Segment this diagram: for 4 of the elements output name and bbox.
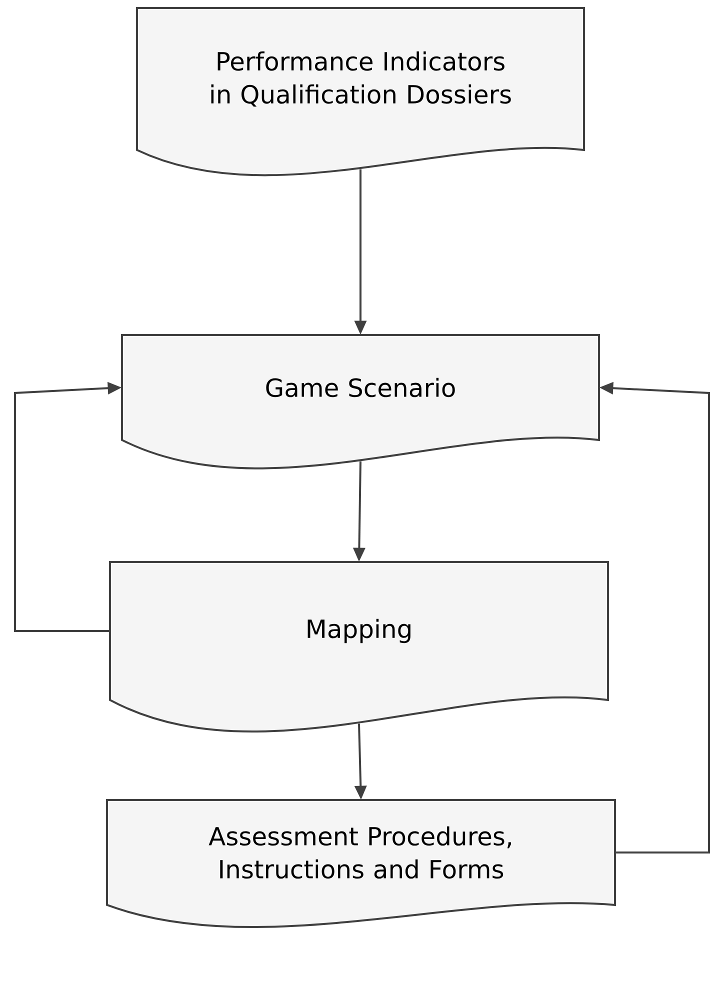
document-box: Assessment Procedures, Instructions and Forms [106, 799, 616, 928]
document-box: Performance Indicators in Qualification Dossiers [136, 7, 585, 176]
document-box: Game Scenario [121, 334, 600, 469]
document-box: Mapping [109, 561, 609, 732]
